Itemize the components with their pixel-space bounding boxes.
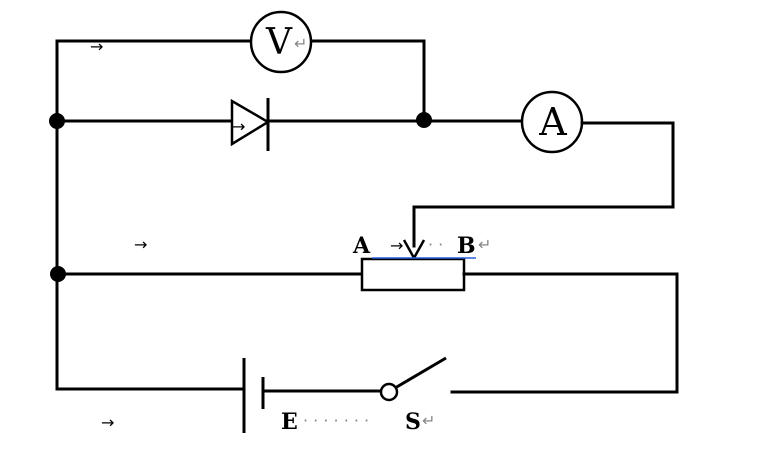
junction-dot-left-middle (50, 266, 66, 282)
voltmeter-return-mark: ↵ (294, 34, 307, 53)
tab-arrow-middle: → (134, 235, 147, 254)
battery (242, 358, 265, 433)
rheostat-right-wire (450, 272, 679, 394)
junction-dot-right-top (416, 112, 432, 128)
rheostat (360, 257, 466, 292)
tab-arrow-bottom: → (101, 413, 114, 432)
slider-dot-leader: · · (428, 235, 443, 254)
ammeter-to-slider-wire (412, 121, 675, 248)
voltmeter: V ↵ (249, 10, 313, 74)
ammeter-label: A (538, 100, 567, 144)
diode-tab-arrow: → (232, 117, 245, 136)
left-main-wire (55, 119, 246, 391)
switch (379, 356, 447, 402)
slider-end-b-label: B (457, 233, 476, 259)
tab-arrow-top: → (90, 37, 103, 56)
switch-label: S (405, 409, 421, 435)
voltmeter-branch (55, 39, 426, 123)
diode: → (230, 98, 271, 151)
ammeter: A (520, 90, 584, 154)
slider-end-a-label: A (352, 233, 371, 259)
voltmeter-label: V (265, 22, 293, 63)
battery-label: E (281, 409, 298, 435)
slider-tab-arrow: → (390, 236, 403, 255)
junction-dot-left-top (49, 113, 65, 129)
slider-return-mark: ↵ (478, 235, 491, 254)
battery-switch-dot-leader: · · · · · · · (303, 411, 369, 430)
switch-return-mark: ↵ (422, 411, 435, 430)
